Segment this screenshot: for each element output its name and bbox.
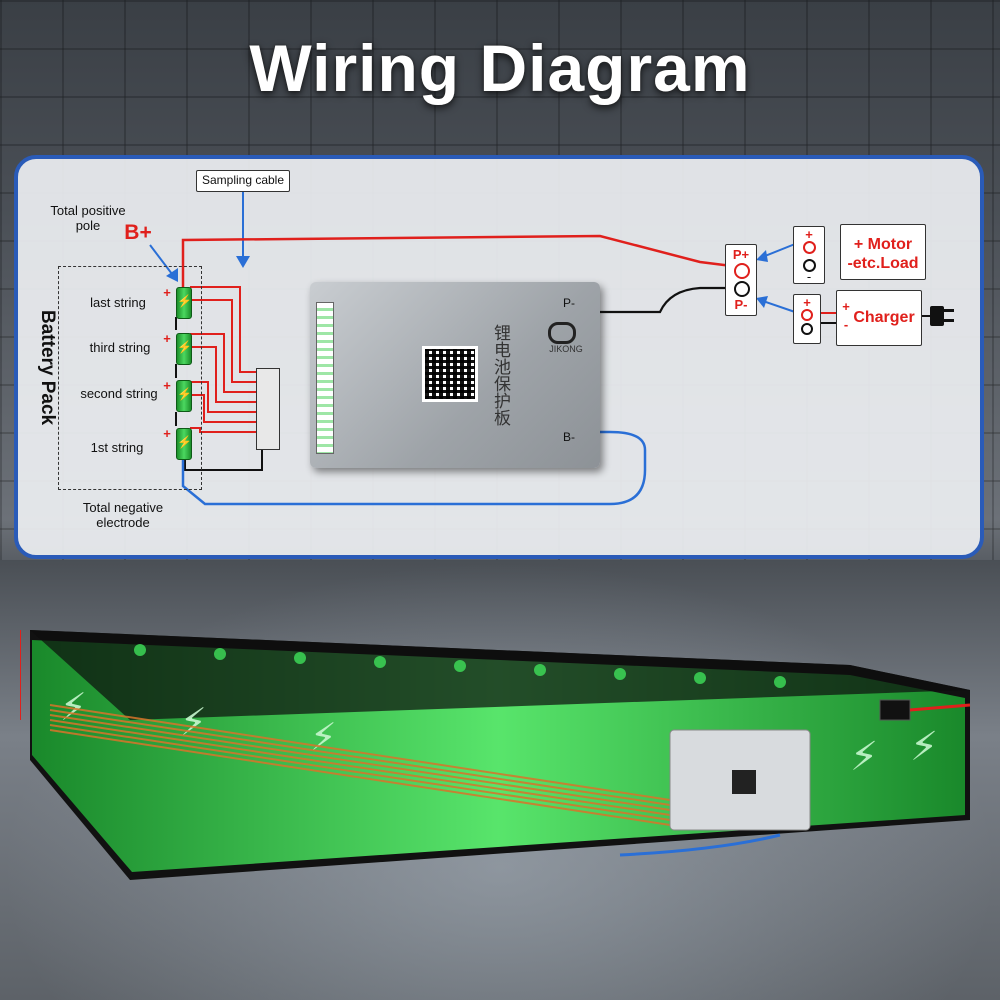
sampling-cable-label: Sampling cable [201, 173, 285, 187]
total-positive-pole-label: Total positive pole [50, 203, 126, 233]
p-plus-terminal-icon [734, 263, 750, 279]
motor-load-box: + Motor -etc.Load [840, 224, 926, 280]
bms-p-minus-label: P- [563, 296, 575, 310]
p-minus-wire [600, 286, 735, 314]
battery-cell [176, 287, 192, 319]
string-label-last: last string [90, 295, 146, 310]
string-label-second: second string [80, 386, 158, 401]
total-negative-electrode-label: Total negative electrode [82, 500, 164, 530]
battery-pack-label: Battery Pack [37, 310, 58, 426]
charger-box-minus: - [843, 317, 849, 332]
b-plus-label: B+ [124, 221, 152, 244]
charger-connector: + [793, 294, 821, 344]
sampling-connector [256, 368, 280, 450]
cell-series-links [175, 317, 263, 471]
cell-plus-sign: + [163, 426, 171, 441]
motor-plus-terminal-icon [803, 241, 816, 254]
output-terminal-box: P+ P- [725, 244, 757, 316]
motor-load-label: + Motor -etc.Load [847, 236, 919, 272]
terminal-p-minus-label: P- [734, 297, 748, 312]
charger-plus-terminal-icon [801, 309, 813, 321]
p-minus-terminal-icon [734, 281, 750, 297]
plug-prong-icon [944, 319, 954, 322]
negative-main-wire [181, 430, 647, 506]
charger-plus-sign: + [803, 295, 811, 310]
string-label-third: third string [89, 340, 151, 355]
bms-qr-code [422, 346, 478, 402]
terminal-p-plus-label: P+ [732, 247, 750, 262]
page-title: Wiring Diagram [249, 31, 751, 105]
charger-box-plus: + [842, 299, 850, 314]
bms-balance-port [316, 302, 334, 454]
motor-minus-sign: - [806, 269, 812, 284]
svg-text:⚡: ⚡ [910, 724, 938, 770]
cell-plus-sign: + [163, 378, 171, 393]
battery-cell [176, 428, 192, 460]
sampling-wires [190, 286, 262, 433]
charger-minus-terminal-icon [801, 323, 813, 335]
battery-cell [176, 380, 192, 412]
charger-box: + - Charger [836, 290, 922, 346]
string-label-first: 1st string [90, 440, 144, 455]
bms-chinese-text: 锂电池保护板 [491, 324, 510, 426]
b-plus-arrow [149, 244, 173, 275]
sampling-cable-arrowhead [236, 256, 250, 268]
bms-b-minus-label: B- [563, 430, 575, 444]
positive-main-wire [181, 234, 733, 287]
motor-plus-sign: + [805, 227, 813, 242]
plug-prong-icon [944, 309, 954, 312]
motor-minus-terminal-icon [803, 259, 816, 272]
cell-plus-sign: + [163, 285, 171, 300]
bms-brand-label: JIKONG [549, 344, 583, 354]
charger-label: Charger [853, 309, 915, 326]
motor-connector: + - [793, 226, 825, 284]
svg-text:⚡: ⚡ [850, 734, 878, 780]
battery-cell [176, 333, 192, 365]
battery-pack-outline [58, 266, 202, 490]
bms-board: P- B- 锂电池保护板 JIKONG [310, 282, 600, 468]
plug-icon [930, 306, 944, 326]
battery-pack-illustration: ⚡ ⚡ ⚡ ⚡ ⚡ [20, 630, 971, 880]
sampling-cable-box: Sampling cable [196, 170, 290, 192]
cell-plus-sign: + [163, 331, 171, 346]
cloud-logo-icon [548, 322, 576, 344]
b-plus-arrowhead [166, 268, 178, 282]
